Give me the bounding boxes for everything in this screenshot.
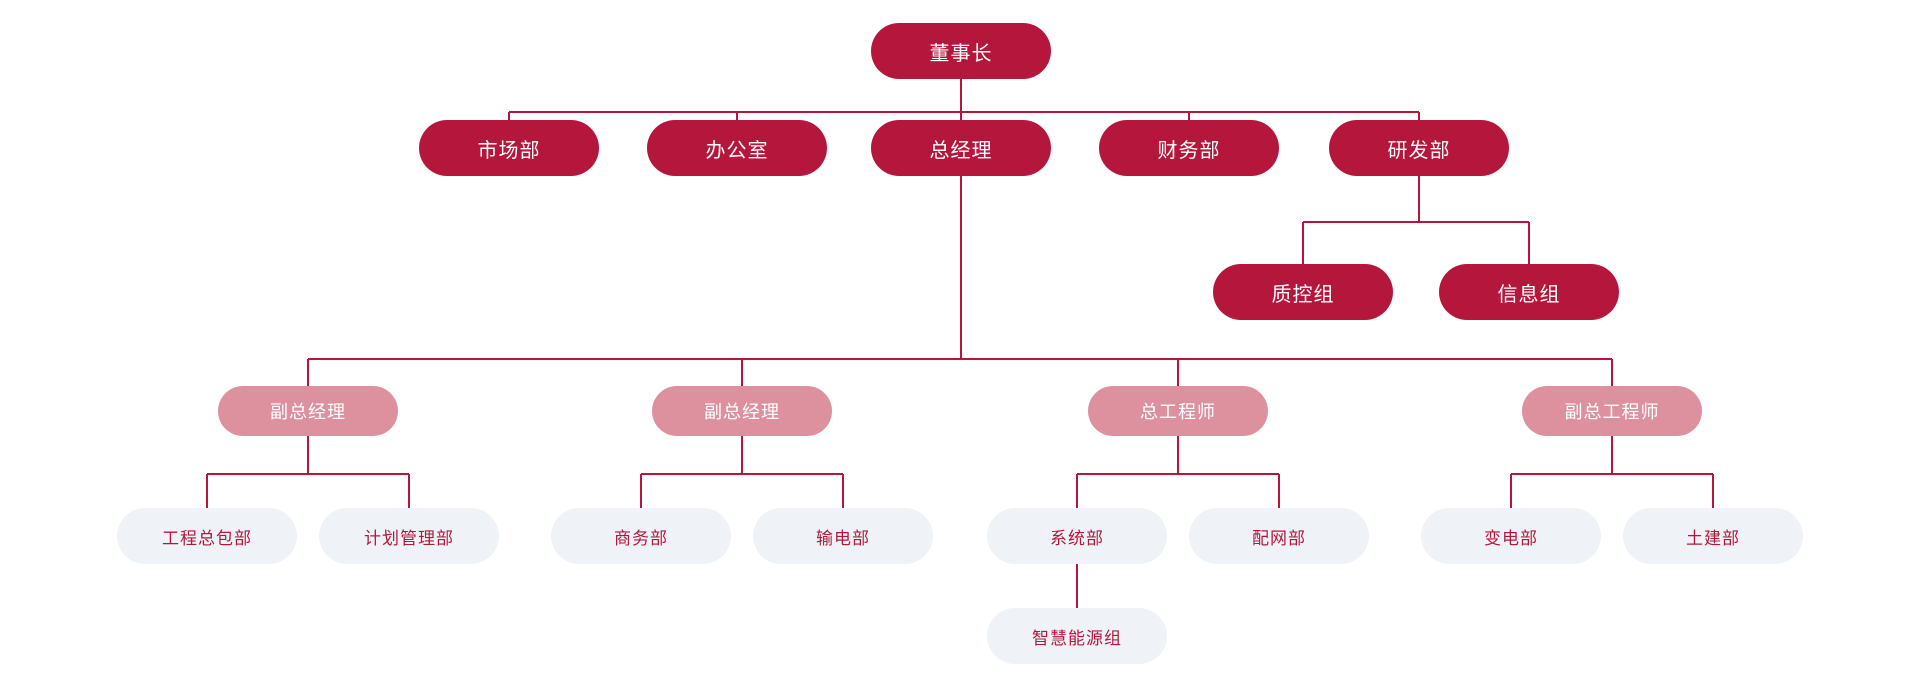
node-label: 总工程师 bbox=[1140, 402, 1216, 422]
node-chief-engineer[interactable]: 总工程师 bbox=[1088, 386, 1268, 436]
node-quality-control[interactable]: 质控组 bbox=[1213, 264, 1393, 320]
node-label: 总经理 bbox=[929, 139, 993, 162]
node-label: 工程总包部 bbox=[162, 528, 252, 548]
node-label: 信息组 bbox=[1497, 283, 1561, 306]
node-label: 变电部 bbox=[1484, 528, 1538, 548]
node-epc[interactable]: 工程总包部 bbox=[117, 508, 297, 564]
node-label: 副总经理 bbox=[270, 402, 346, 422]
node-deputy-gm-1[interactable]: 副总经理 bbox=[218, 386, 398, 436]
node-label: 计划管理部 bbox=[364, 528, 454, 548]
node-label: 商务部 bbox=[614, 528, 668, 548]
node-smart-energy[interactable]: 智慧能源组 bbox=[987, 608, 1167, 664]
node-rnd[interactable]: 研发部 bbox=[1329, 120, 1509, 176]
node-label: 质控组 bbox=[1271, 283, 1335, 306]
node-label: 研发部 bbox=[1387, 139, 1451, 162]
node-system[interactable]: 系统部 bbox=[987, 508, 1167, 564]
node-deputy-chief-engineer[interactable]: 副总工程师 bbox=[1522, 386, 1702, 436]
node-finance[interactable]: 财务部 bbox=[1099, 120, 1279, 176]
node-label: 配网部 bbox=[1252, 528, 1306, 548]
node-label: 董事长 bbox=[929, 42, 993, 65]
node-substation[interactable]: 变电部 bbox=[1421, 508, 1601, 564]
node-label: 输电部 bbox=[816, 528, 870, 548]
node-label: 土建部 bbox=[1686, 528, 1740, 548]
node-label: 副总工程师 bbox=[1564, 402, 1660, 422]
node-label: 办公室 bbox=[705, 139, 769, 162]
node-marketing[interactable]: 市场部 bbox=[419, 120, 599, 176]
node-transmission[interactable]: 输电部 bbox=[753, 508, 933, 564]
node-chairman[interactable]: 董事长 bbox=[871, 23, 1051, 79]
node-civil[interactable]: 土建部 bbox=[1623, 508, 1803, 564]
node-planning[interactable]: 计划管理部 bbox=[319, 508, 499, 564]
node-distribution[interactable]: 配网部 bbox=[1189, 508, 1369, 564]
node-deputy-gm-2[interactable]: 副总经理 bbox=[652, 386, 832, 436]
node-label: 副总经理 bbox=[704, 402, 780, 422]
node-label: 系统部 bbox=[1050, 528, 1104, 548]
node-general-manager[interactable]: 总经理 bbox=[871, 120, 1051, 176]
node-label: 市场部 bbox=[477, 139, 541, 162]
node-office[interactable]: 办公室 bbox=[647, 120, 827, 176]
node-information[interactable]: 信息组 bbox=[1439, 264, 1619, 320]
node-label: 财务部 bbox=[1157, 139, 1221, 162]
node-commerce[interactable]: 商务部 bbox=[551, 508, 731, 564]
node-label: 智慧能源组 bbox=[1032, 628, 1122, 648]
